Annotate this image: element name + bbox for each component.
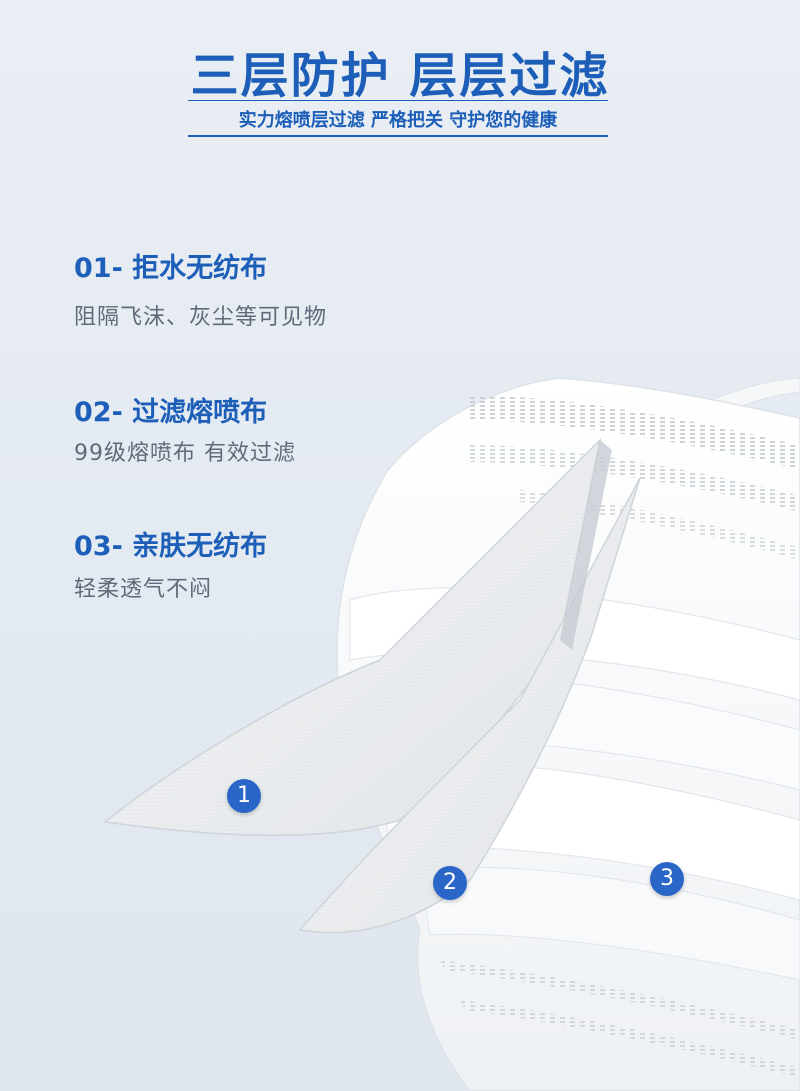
layer-3-info: 03- 亲肤无纺布 轻柔透气不闷 bbox=[74, 524, 267, 603]
mask-top-band bbox=[470, 395, 800, 470]
page-subtitle: 实力熔喷层过滤 严格把关 守护您的健康 bbox=[238, 110, 558, 131]
layer-2-desc: 99级熔喷布 有效过滤 bbox=[74, 441, 296, 466]
layer-3-title: 03- 亲肤无纺布 bbox=[74, 531, 268, 562]
layer-2-info: 02- 过滤熔喷布 99级熔喷布 有效过滤 bbox=[74, 390, 296, 467]
layer-2-title: 02- 过滤熔喷布 bbox=[74, 397, 268, 428]
layer-1-desc: 阻隔飞沫、灰尘等可见物 bbox=[74, 305, 328, 330]
layer-1-marker: 1 bbox=[227, 779, 261, 813]
page-title: 三层防护 层层过滤 bbox=[190, 48, 610, 104]
subtitle-banner: 实力熔喷层过滤 严格把关 守护您的健康 bbox=[188, 100, 608, 137]
layer-1-info: 01- 拒水无纺布 阻隔飞沫、灰尘等可见物 bbox=[74, 246, 327, 331]
layer-2-marker: 2 bbox=[433, 866, 467, 900]
mask-pleat-4 bbox=[419, 866, 800, 981]
layer-3-marker: 3 bbox=[650, 862, 684, 896]
layer-3-desc: 轻柔透气不闷 bbox=[74, 577, 213, 602]
layer-1-title: 01- 拒水无纺布 bbox=[74, 253, 268, 284]
